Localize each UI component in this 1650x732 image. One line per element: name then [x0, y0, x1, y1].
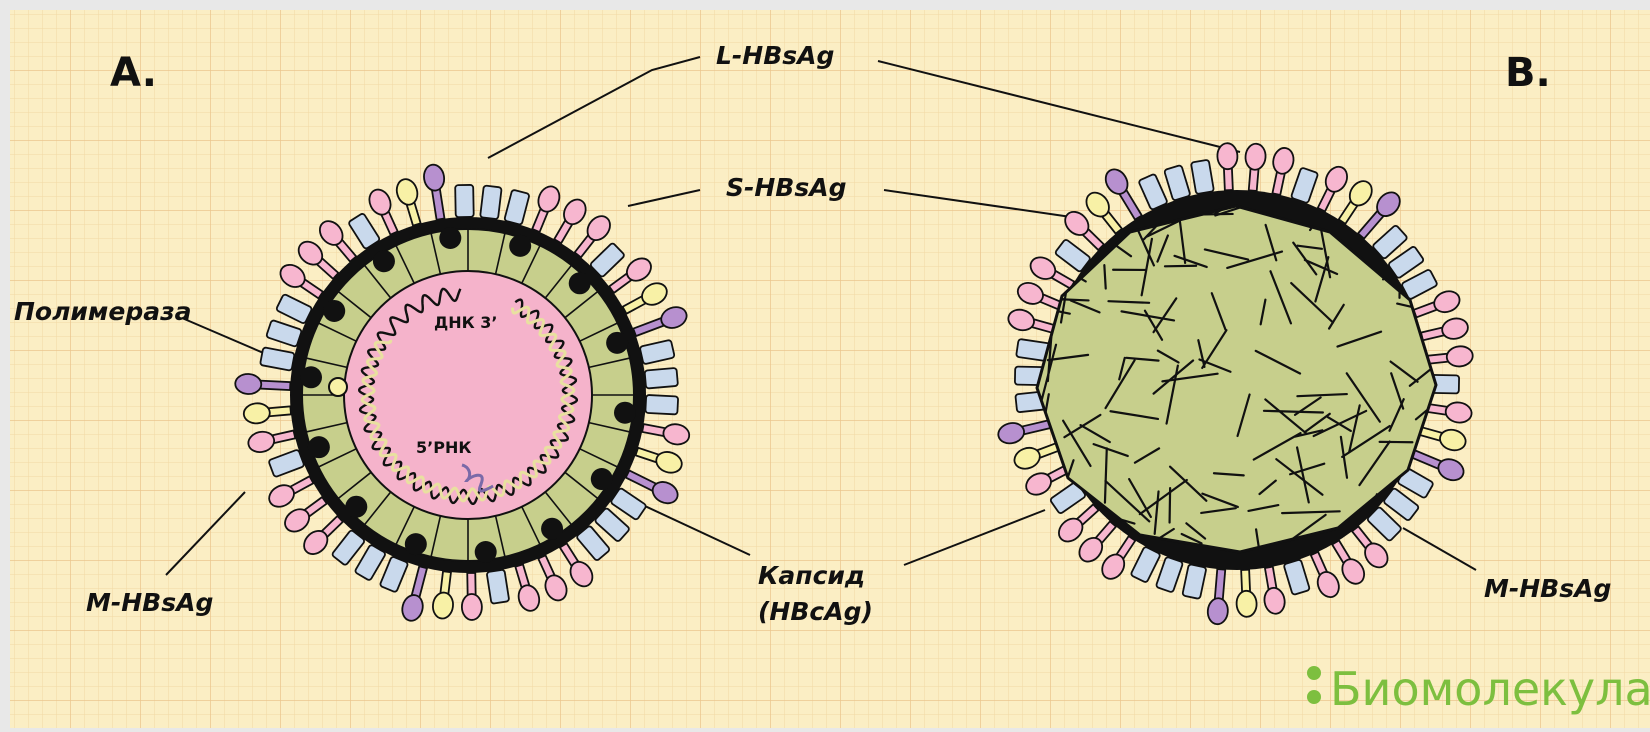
polymerase-label: Полимераза — [14, 297, 191, 326]
capsid-sublabel: (HBcAg) — [758, 597, 873, 626]
brand-dot-icon — [1307, 690, 1321, 704]
panel-b-letter: B. — [1505, 50, 1551, 96]
rna-label: 5’РНК — [416, 438, 471, 457]
core-a — [344, 271, 592, 519]
s-hbsag-protein — [645, 368, 678, 389]
m-hbsag-right-label: M-HBsAg — [1484, 574, 1611, 603]
m-hbsag-left-label: M-HBsAg — [86, 588, 213, 617]
s-hbsag-protein — [455, 185, 474, 217]
brand-text: Биомолекула — [1330, 662, 1650, 716]
l-hbsag-label: L-HBsAg — [716, 41, 835, 70]
s-hbsag-protein — [487, 569, 510, 603]
s-hbsag-protein — [645, 395, 678, 415]
capsid-label: Капсид — [758, 561, 865, 590]
s-hbsag-protein — [480, 185, 502, 219]
panel-a-letter: A. — [110, 50, 157, 96]
brand-dot-icon — [1307, 666, 1321, 680]
dna-label: ДНК 3’ — [434, 313, 498, 332]
polymerase-marker — [329, 378, 347, 396]
s-hbsag-label: S-HBsAg — [726, 173, 847, 202]
brand-logo: Биомолекула — [1307, 662, 1650, 716]
